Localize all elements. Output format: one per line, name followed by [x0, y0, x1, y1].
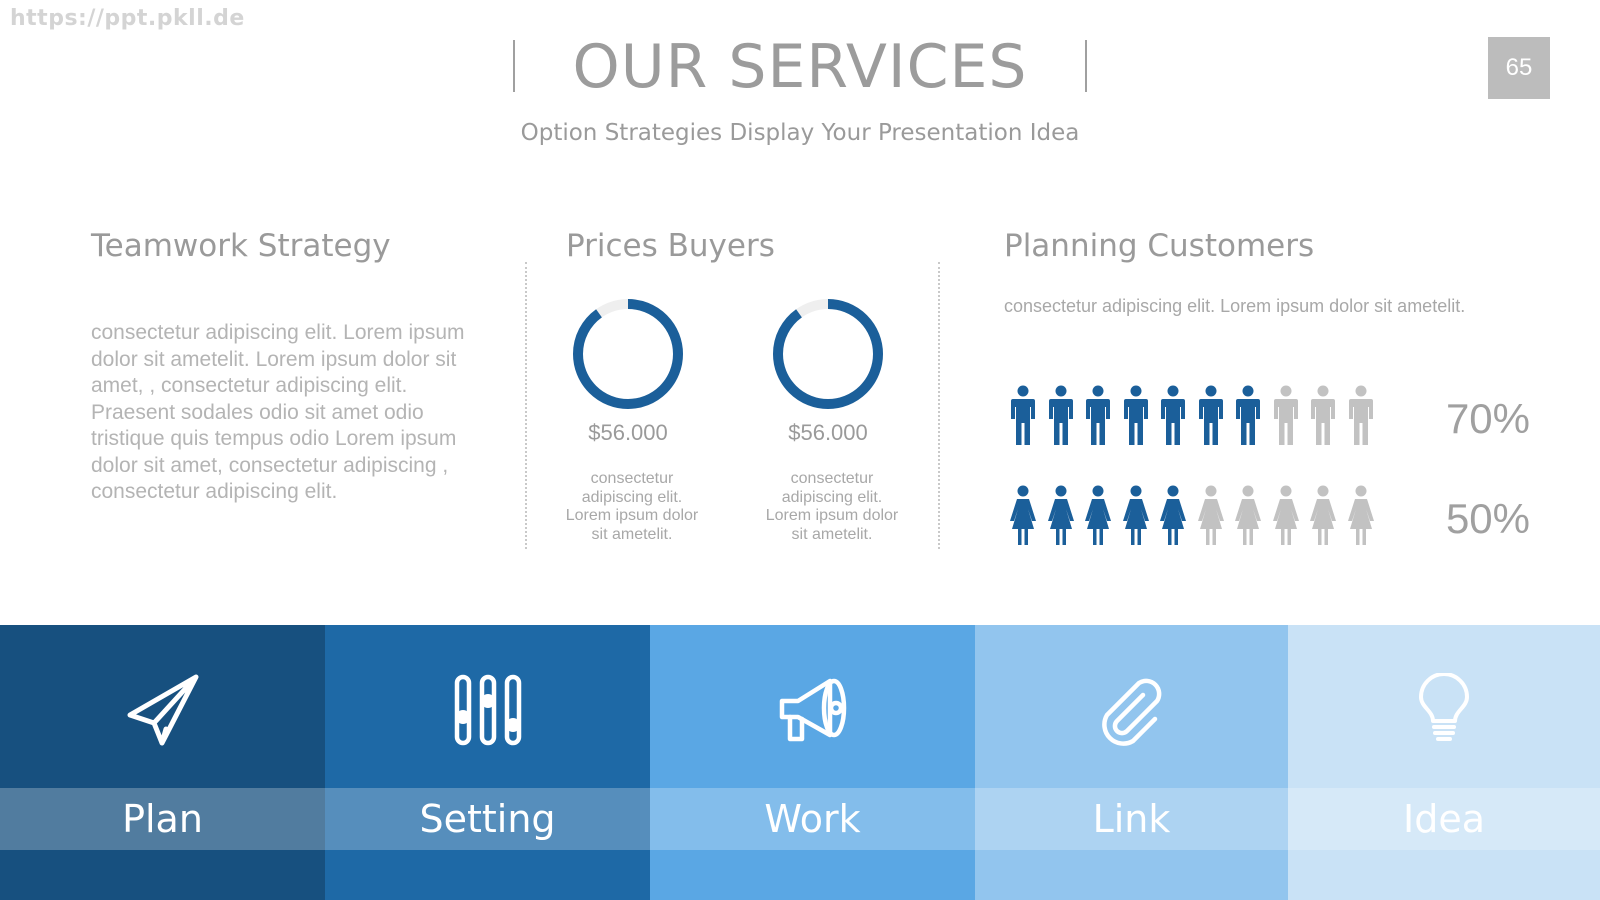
female-person-icon — [1310, 485, 1336, 552]
female-person-icon — [1122, 485, 1149, 552]
price-value-2: $56.000 — [788, 420, 868, 445]
tile-link[interactable]: Link — [975, 625, 1288, 900]
tile-idea-label: Idea — [1403, 797, 1485, 841]
tile-plan[interactable]: Plan — [0, 625, 325, 900]
male-person-icon — [1010, 385, 1036, 452]
column-divider-2 — [938, 262, 940, 549]
male-person-icon — [1085, 385, 1111, 452]
price-description-2: consectetur adipiscing elit. Lorem ipsum… — [765, 470, 899, 543]
price-description-1: consectetur adipiscing elit. Lorem ipsum… — [565, 470, 699, 543]
donut-fill — [773, 299, 883, 409]
tile-link-label: Link — [1092, 797, 1171, 841]
male-person-icon — [1273, 385, 1299, 452]
megaphone-icon — [779, 678, 846, 742]
prices-heading: Prices Buyers — [566, 228, 775, 264]
female-person-icon — [1272, 485, 1299, 552]
female-percent: 50% — [1445, 495, 1530, 542]
female-person-icon — [1010, 485, 1036, 552]
male-person-icon — [1198, 385, 1224, 452]
female-person-icon — [1347, 485, 1374, 552]
male-person-icon — [1160, 385, 1186, 452]
service-tiles: Plan Setting — [0, 625, 1600, 900]
tile-work-label: Work — [764, 797, 861, 841]
tile-plan-label: Plan — [122, 797, 203, 841]
male-person-icon — [1123, 385, 1149, 452]
title-area: OUR SERVICES — [0, 30, 1600, 104]
female-person-icon — [1160, 485, 1186, 552]
page-title-text: OUR SERVICES — [572, 32, 1028, 102]
price-value-1: $56.000 — [588, 420, 668, 445]
tile-label-band — [325, 788, 650, 850]
paper-plane-icon — [127, 674, 198, 746]
column-divider-1 — [525, 262, 527, 549]
price-donut-2 — [773, 299, 883, 409]
teamwork-heading: Teamwork Strategy — [91, 228, 391, 264]
title-right-bar — [1085, 40, 1088, 92]
male-person-icon — [1048, 385, 1074, 452]
tile-setting[interactable]: Setting — [325, 625, 650, 900]
lightbulb-icon — [1419, 673, 1469, 741]
price-donut-1 — [573, 299, 683, 409]
female-person-icon — [1085, 485, 1111, 552]
tile-label-band — [0, 788, 325, 850]
donut-fill — [573, 299, 683, 409]
paperclip-icon — [1101, 678, 1161, 746]
female-person-icon — [1235, 485, 1261, 552]
male-percent: 70% — [1445, 395, 1530, 442]
page-subtitle: Option Strategies Display Your Presentat… — [520, 120, 1080, 146]
watermark-url: https://ppt.pkll.de — [10, 6, 245, 31]
page-title: OUR SERVICES — [512, 30, 1088, 104]
female-person-icon — [1047, 485, 1074, 552]
title-left-bar — [512, 40, 515, 92]
tile-label-band — [975, 788, 1288, 850]
male-person-icon — [1310, 385, 1336, 452]
teamwork-body: consectetur adipiscing elit. Lorem ipsum… — [91, 321, 465, 503]
male-person-icon — [1348, 385, 1374, 452]
tile-label-band — [1288, 788, 1600, 850]
planning-heading: Planning Customers — [1004, 228, 1315, 264]
male-person-icon — [1235, 385, 1261, 452]
page-number-badge: 65 — [1488, 37, 1550, 99]
tile-work[interactable]: Work — [650, 625, 975, 900]
female-person-icon — [1197, 485, 1224, 552]
tile-idea[interactable]: Idea — [1288, 625, 1600, 900]
sliders-icon — [454, 674, 521, 746]
planning-text: consectetur adipiscing elit. Lorem ipsum… — [1004, 296, 1466, 316]
tile-setting-label: Setting — [419, 797, 556, 841]
tile-label-band — [650, 788, 975, 850]
